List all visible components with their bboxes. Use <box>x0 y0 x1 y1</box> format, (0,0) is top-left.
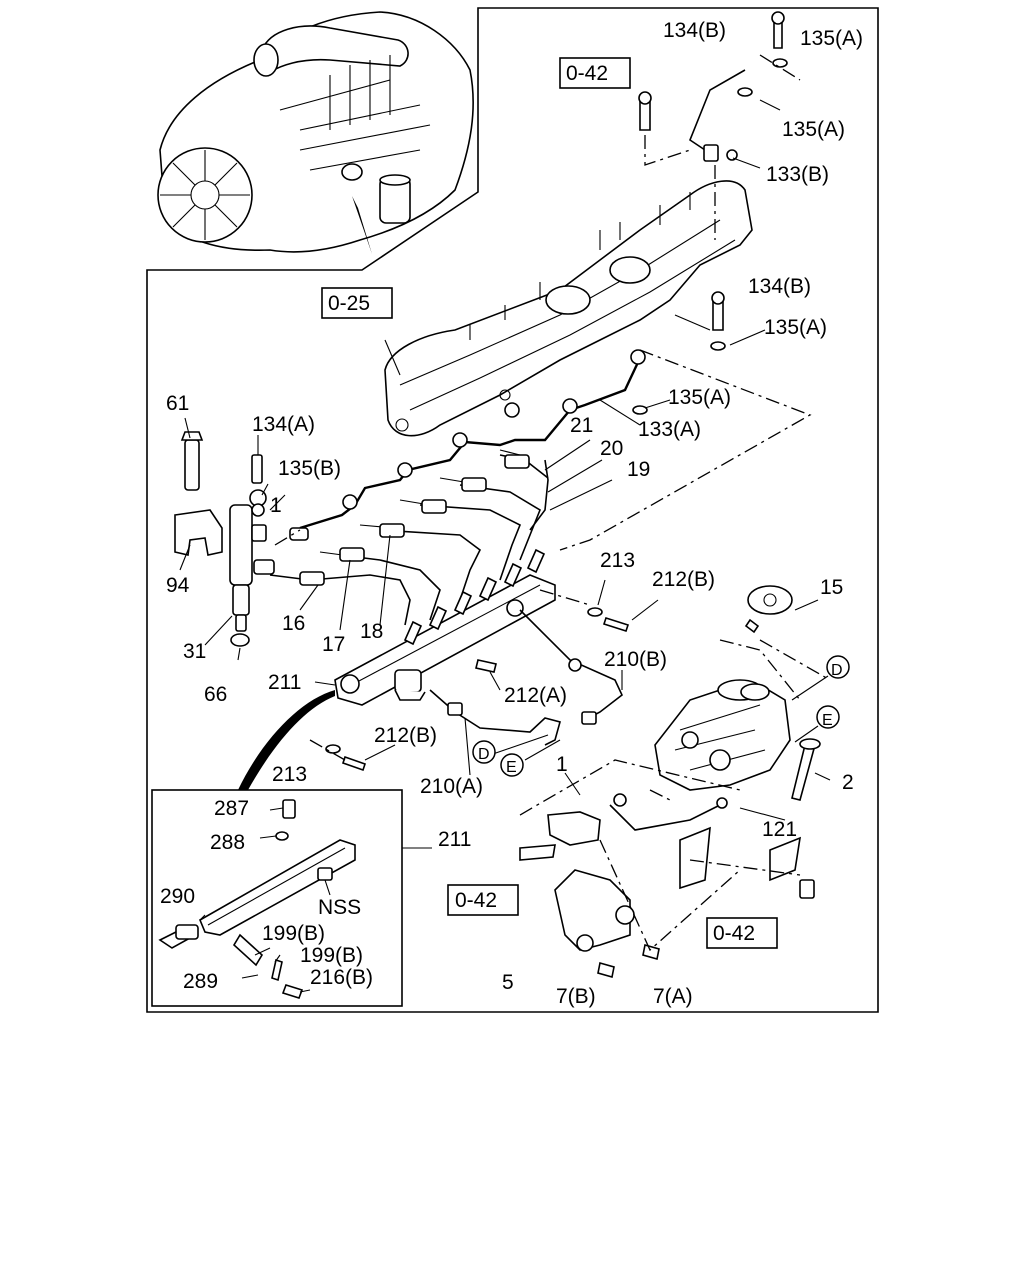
label-210a: 210(A) <box>420 775 483 798</box>
intake-manifold <box>384 180 753 437</box>
label-213b: 213 <box>272 763 307 786</box>
label-211a: 211 <box>268 671 301 694</box>
label-288: 288 <box>210 831 245 854</box>
label-20: 20 <box>600 437 623 460</box>
label-16: 16 <box>282 612 305 635</box>
label-D1: D <box>831 662 843 679</box>
label-211b: 211 <box>438 828 471 851</box>
label-D2: D <box>478 746 490 763</box>
diagram-frame <box>146 7 879 1013</box>
pump-bracket <box>519 811 815 979</box>
label-212b-b: 212(B) <box>374 724 437 747</box>
detail-callout-arrows <box>238 690 335 790</box>
label-025: 0-25 <box>328 292 370 315</box>
label-212a: 212(A) <box>504 684 567 707</box>
label-15: 15 <box>820 576 843 599</box>
label-287: 287 <box>214 797 249 820</box>
supply-pump <box>609 585 821 831</box>
label-61: 61 <box>166 392 189 415</box>
label-213a: 213 <box>600 549 635 572</box>
common-rail <box>334 548 556 706</box>
label-216b: 216(B) <box>310 966 373 989</box>
pipe-nut-set <box>289 349 646 586</box>
rail-detail-inset <box>151 789 432 1007</box>
label-042-c: 0-42 <box>713 922 755 945</box>
engine-overview-inset <box>157 11 474 254</box>
injector-assembly <box>174 431 275 647</box>
fasteners <box>325 11 788 772</box>
label-134a: 134(A) <box>252 413 315 436</box>
label-289: 289 <box>183 970 218 993</box>
label-17: 17 <box>322 633 345 656</box>
label-133b: 133(B) <box>766 163 829 186</box>
label-199b-1: 199(B) <box>262 922 325 945</box>
label-135a-top: 135(A) <box>800 27 863 50</box>
label-135a-2: 135(A) <box>782 118 845 141</box>
label-121: 121 <box>762 818 797 841</box>
label-E1: E <box>822 712 833 729</box>
label-135b: 135(B) <box>278 457 341 480</box>
label-NSS: NSS <box>318 896 361 919</box>
label-1a: 1 <box>270 494 282 517</box>
label-199b-2: 199(B) <box>300 944 363 967</box>
label-5: 5 <box>502 971 514 994</box>
label-18: 18 <box>360 620 383 643</box>
reference-boxes <box>321 57 778 949</box>
circle-markers <box>472 655 850 777</box>
part-number-labels: 134(B) 135(A) 0-42 135(A) 133(B) 0-25 13… <box>160 19 863 1008</box>
label-E2: E <box>506 759 517 776</box>
label-66: 66 <box>204 683 227 706</box>
label-134b-top: 134(B) <box>663 19 726 42</box>
label-135a-3: 135(A) <box>764 316 827 339</box>
pump-lines <box>429 609 623 746</box>
label-134b-2: 134(B) <box>748 275 811 298</box>
label-135a-4: 135(A) <box>668 386 731 409</box>
label-2: 2 <box>842 771 854 794</box>
leader-lines <box>179 54 831 952</box>
label-94: 94 <box>166 574 190 597</box>
label-290: 290 <box>160 885 195 908</box>
label-19: 19 <box>627 458 650 481</box>
label-31: 31 <box>183 640 206 663</box>
label-7a: 7(A) <box>653 985 693 1008</box>
label-212b-a: 212(B) <box>652 568 715 591</box>
label-210b: 210(B) <box>604 648 667 671</box>
label-1b: 1 <box>556 753 568 776</box>
label-042-b: 0-42 <box>455 889 497 912</box>
label-133a: 133(A) <box>638 418 701 441</box>
label-7b: 7(B) <box>556 985 596 1008</box>
label-21: 21 <box>570 414 593 437</box>
label-042-top: 0-42 <box>566 62 608 85</box>
